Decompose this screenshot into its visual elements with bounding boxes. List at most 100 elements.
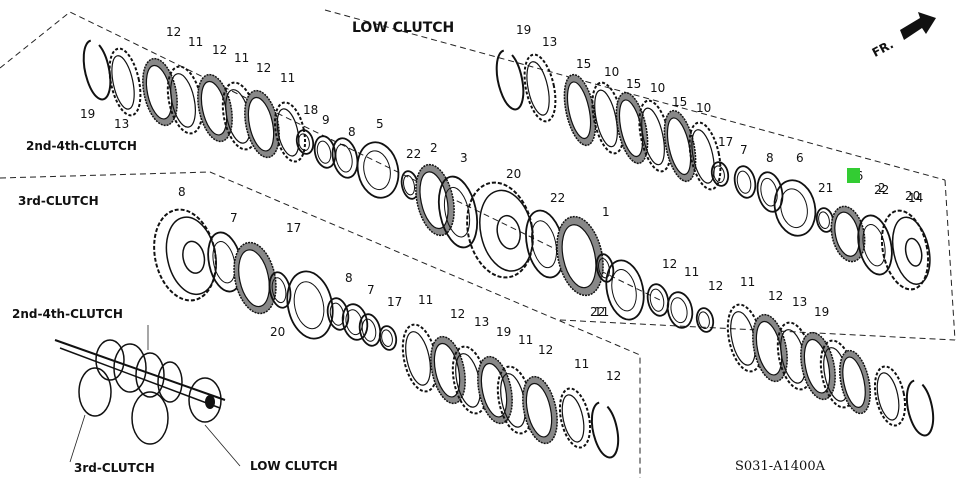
clutch-part — [244, 89, 280, 159]
callout-number: 15 — [626, 77, 641, 91]
callout-number: 8 — [178, 185, 186, 199]
clutch-part — [710, 161, 730, 187]
callout-number: 7 — [367, 283, 375, 297]
clutch-part — [733, 165, 757, 199]
clutch-part — [108, 47, 142, 117]
callout-number: 15 — [672, 95, 687, 109]
callout-number: 11 — [684, 265, 699, 279]
callout-number: 11 — [418, 293, 433, 307]
callout-number: 9 — [322, 113, 330, 127]
callout-number: 20 — [905, 189, 920, 203]
clutch-part — [197, 73, 233, 143]
callout-number: 11 — [280, 71, 295, 85]
callout-number: 18 — [303, 103, 318, 117]
callout-number: 19 — [80, 107, 95, 121]
clutch-part — [273, 101, 307, 163]
callout-number: 8 — [348, 125, 356, 139]
low-clutch-bottom-title: LOW CLUTCH — [250, 459, 338, 473]
callout-number: 12 — [606, 369, 621, 383]
callout-number: 22 — [590, 305, 605, 319]
section-borders — [0, 9, 956, 478]
front-direction-arrow: FR. — [870, 12, 936, 60]
clutch-part — [522, 375, 558, 445]
clutch-part — [563, 73, 597, 147]
clutch-part — [331, 137, 359, 179]
low-clutch-title: LOW CLUTCH — [352, 20, 454, 36]
clutch-part — [800, 331, 836, 401]
clutch-part — [663, 109, 697, 183]
callout-number: 3 — [460, 151, 468, 165]
clutch-part — [313, 135, 337, 169]
callout-number: 1 — [602, 205, 610, 219]
callout-number: 20 — [506, 167, 521, 181]
clutch-part — [590, 401, 620, 459]
callout-number: 17 — [387, 295, 402, 309]
clutch-part — [295, 129, 315, 155]
clutch-part — [839, 349, 871, 415]
callout-number: 7 — [230, 211, 238, 225]
callout-number: 12 — [212, 43, 227, 57]
callout-number: 22 — [406, 147, 421, 161]
callout-number: 19 — [496, 325, 511, 339]
clutch-part — [268, 271, 292, 309]
callout-number: 20 — [270, 325, 285, 339]
third-clutch-title: 3rd-CLUTCH — [18, 194, 99, 208]
clutch-parts — [82, 39, 935, 459]
callout-number: 11 — [574, 357, 589, 371]
shaft-assembly-illustration — [54, 325, 241, 467]
callout-number: 13 — [114, 117, 129, 131]
clutch-part — [556, 215, 604, 297]
callout-number: 12 — [662, 257, 677, 271]
callout-number: 8 — [345, 271, 353, 285]
clutch-part — [605, 259, 645, 321]
callout-number: 22 — [874, 183, 889, 197]
callout-number: 12 — [166, 25, 181, 39]
callout-number: 12 — [768, 289, 783, 303]
clutch-part — [477, 355, 513, 425]
clutch-part — [356, 141, 400, 199]
callout-number: 2 — [878, 181, 886, 195]
callout-number: 13 — [474, 315, 489, 329]
callout-number: 15 — [576, 57, 591, 71]
clutch-part — [830, 205, 866, 263]
callout-number: 22 — [550, 191, 565, 205]
callout-number: 6 — [796, 151, 804, 165]
clutch-part — [358, 313, 382, 347]
callout-number: 13 — [792, 295, 807, 309]
callout-number: 12 — [450, 307, 465, 321]
clutch-part — [286, 270, 334, 340]
callout-number: 12 — [708, 279, 723, 293]
callout-number: 11 — [234, 51, 249, 65]
clutch-part — [233, 241, 277, 315]
clutch-part — [773, 179, 817, 237]
callout-number: 10 — [604, 65, 619, 79]
callout-number: 19 — [814, 305, 829, 319]
callout-number: 13 — [542, 35, 557, 49]
clutch-part — [688, 121, 722, 191]
callout-number: 21 — [818, 181, 833, 195]
highlight-part-3 — [847, 168, 860, 183]
callout-number: 7 — [740, 143, 748, 157]
callout-number: 12 — [256, 61, 271, 75]
callout-number: 11 — [188, 35, 203, 49]
callout-number: 10 — [650, 81, 665, 95]
clutch-part — [880, 209, 931, 291]
clutch-part — [341, 303, 369, 341]
clutch-part — [378, 325, 398, 351]
clutch-part — [466, 181, 534, 279]
second-fourth-clutch-title: 2nd-4th-CLUTCH — [26, 139, 137, 153]
callout-number: 17 — [286, 221, 301, 235]
clutch-part — [82, 39, 112, 101]
callout-number: 11 — [594, 305, 609, 319]
clutch-part — [857, 214, 893, 276]
callout-number: 11 — [740, 275, 755, 289]
front-direction-label: FR. — [870, 37, 896, 60]
clutch-part — [666, 291, 694, 329]
clutch-part — [695, 307, 715, 333]
clutch-part — [558, 387, 592, 449]
clutch-part — [752, 313, 788, 383]
callout-number: 19 — [516, 23, 531, 37]
callout-number: 17 — [718, 135, 733, 149]
